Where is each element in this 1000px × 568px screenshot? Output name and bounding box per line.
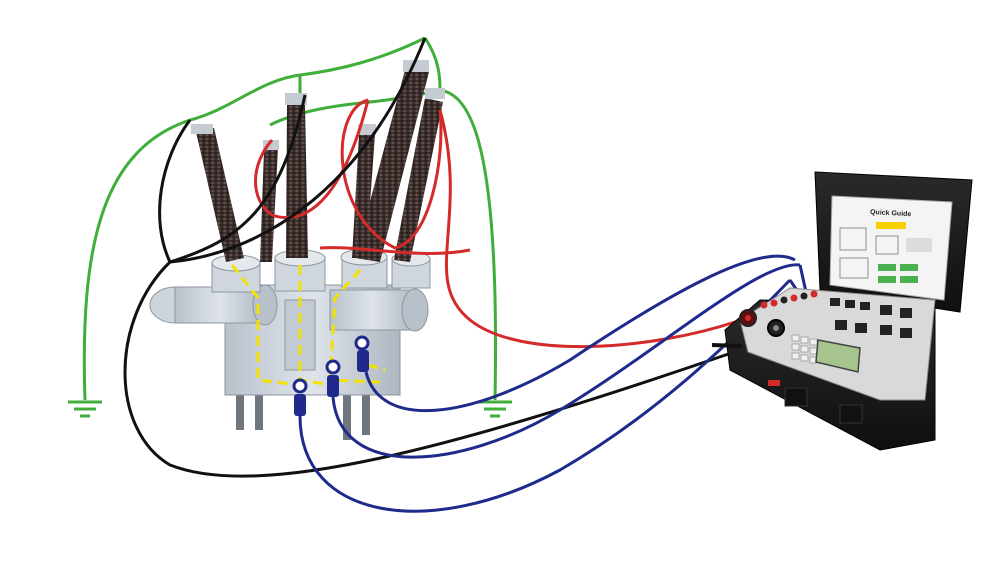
ground-symbol-icon — [478, 400, 512, 418]
support-legs — [236, 385, 370, 440]
keypad — [791, 334, 818, 364]
connector-2 — [325, 359, 341, 397]
guide-illustrations — [839, 222, 932, 283]
ground-wire-right — [423, 37, 498, 401]
connector-1 — [292, 378, 308, 416]
red-wires — [254, 98, 749, 349]
blue-wires — [298, 254, 808, 513]
case-latch — [784, 387, 808, 407]
lcd-display — [815, 339, 861, 373]
bushing-1 — [191, 124, 244, 262]
breaker-housing — [149, 248, 431, 396]
ct-connectors — [292, 335, 370, 416]
case-latch — [839, 404, 863, 424]
ground-symbol-icon — [68, 400, 102, 418]
test-instrument: Quick Guide — [711, 171, 973, 451]
current-terminals — [739, 309, 785, 337]
connector-3 — [354, 335, 370, 372]
ground-wire-left — [82, 118, 191, 401]
red-handle-marker — [768, 380, 780, 386]
black-wires — [123, 37, 741, 478]
screen-title: Quick Guide — [870, 209, 912, 218]
terminal-block — [760, 290, 912, 338]
bushing-4 — [352, 124, 376, 258]
bushings — [191, 60, 445, 262]
bushing-3 — [285, 93, 308, 258]
bushing-6 — [394, 88, 445, 262]
power-cable — [711, 343, 743, 348]
quick-guide-sheet — [829, 195, 953, 301]
bushing-5 — [355, 60, 429, 262]
